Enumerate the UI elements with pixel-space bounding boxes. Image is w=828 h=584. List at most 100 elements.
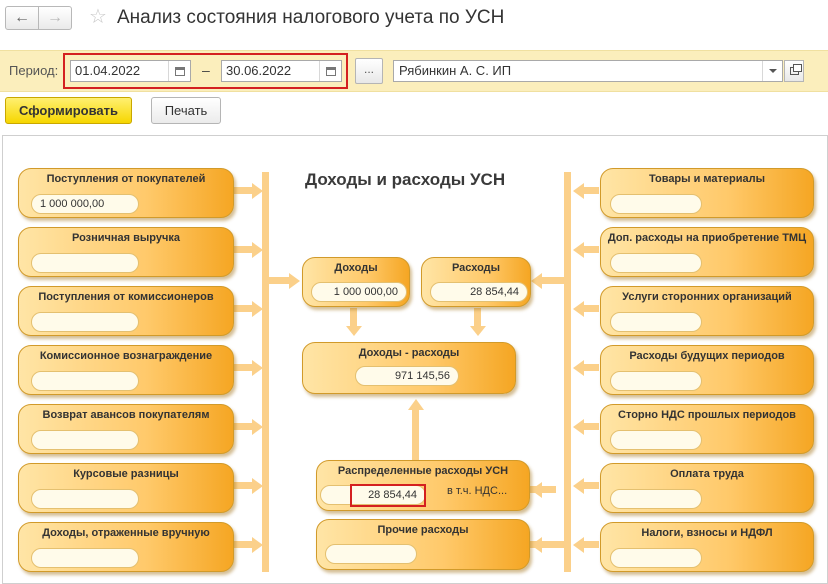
- box-value[interactable]: [610, 312, 702, 332]
- arrow-right-icon: [252, 301, 263, 317]
- arrow-right-icon: →: [47, 9, 63, 26]
- box-label: Комиссионное вознаграждение: [39, 350, 213, 362]
- box-value[interactable]: [610, 194, 702, 214]
- connector: [234, 305, 254, 312]
- arrow-left-icon: [573, 183, 584, 199]
- period-label: Период:: [9, 63, 59, 78]
- arrow-left-icon: [531, 273, 542, 289]
- arrow-up-icon: [408, 399, 424, 410]
- box-value[interactable]: [31, 371, 139, 391]
- arrow-left-icon: ←: [14, 9, 30, 26]
- diff-value[interactable]: 971 145,56: [355, 366, 459, 386]
- connector: [350, 308, 357, 328]
- connector: [582, 482, 599, 489]
- connector: [582, 305, 599, 312]
- select-period-button[interactable]: ...: [355, 58, 383, 84]
- calendar-icon[interactable]: [319, 61, 341, 81]
- date-to-input[interactable]: 30.06.2022: [221, 60, 342, 82]
- box-label: Розничная выручка: [72, 232, 180, 244]
- right-box-goods-materials: Товары и материалы: [600, 168, 814, 218]
- arrow-right-icon: [252, 419, 263, 435]
- date-separator: –: [202, 62, 210, 78]
- right-box-deferred-expenses: Расходы будущих периодов: [600, 345, 814, 395]
- box-value[interactable]: [31, 548, 139, 568]
- box-label: Прочие расходы: [377, 524, 469, 536]
- box-value[interactable]: [610, 489, 702, 509]
- arrow-down-icon: [470, 326, 486, 336]
- expenses-value[interactable]: 28 854,44: [430, 282, 528, 302]
- connector: [234, 364, 254, 371]
- organization-value: Рябинкин А. С. ИП: [399, 63, 512, 78]
- connector: [234, 246, 254, 253]
- connector: [582, 541, 599, 548]
- box-value[interactable]: [610, 548, 702, 568]
- chevron-down-icon[interactable]: [762, 61, 782, 81]
- other-expenses-box: Прочие расходы: [316, 519, 530, 570]
- connector: [582, 423, 599, 430]
- date-from-input[interactable]: 01.04.2022: [70, 60, 191, 82]
- right-box-additional-costs: Доп. расходы на приобретение ТМЦ: [600, 227, 814, 277]
- right-connector-bar: [564, 172, 571, 572]
- expenses-box: Расходы 28 854,44: [421, 257, 531, 307]
- forward-button[interactable]: →: [38, 6, 72, 30]
- right-box-taxes-contributions: Налоги, взносы и НДФЛ: [600, 522, 814, 572]
- print-button[interactable]: Печать: [151, 97, 221, 124]
- arrow-left-icon: [573, 419, 584, 435]
- star-icon[interactable]: ☆: [89, 6, 107, 28]
- connector: [234, 482, 254, 489]
- arrow-left-icon: [573, 242, 584, 258]
- arrow-right-icon: [252, 242, 263, 258]
- box-label: Возврат авансов покупателям: [42, 409, 210, 421]
- arrow-right-icon: [252, 537, 263, 553]
- arrow-right-icon: [252, 478, 263, 494]
- connector: [412, 408, 419, 460]
- box-label: Поступления от комиссионеров: [38, 291, 214, 303]
- open-organization-button[interactable]: [784, 60, 804, 82]
- arrow-left-icon: [573, 360, 584, 376]
- page-title: Анализ состояния налогового учета по УСН: [117, 7, 505, 28]
- box-value[interactable]: 1 000 000,00: [31, 194, 139, 214]
- left-box-exchange-differences: Курсовые разницы: [18, 463, 234, 513]
- box-label: Распределенные расходы УСН: [337, 465, 509, 477]
- organization-select[interactable]: Рябинкин А. С. ИП: [393, 60, 783, 82]
- box-value[interactable]: [31, 430, 139, 450]
- arrow-right-icon: [289, 273, 300, 289]
- right-box-payroll: Оплата труда: [600, 463, 814, 513]
- vat-note-link[interactable]: в т.ч. НДС...: [447, 485, 508, 497]
- calendar-icon[interactable]: [168, 61, 190, 81]
- back-button[interactable]: ←: [5, 6, 39, 30]
- value-highlight-frame: [350, 484, 426, 507]
- arrow-left-icon: [573, 301, 584, 317]
- box-value[interactable]: [31, 312, 139, 332]
- generate-button[interactable]: Сформировать: [5, 97, 132, 124]
- connector: [582, 364, 599, 371]
- box-value[interactable]: [610, 371, 702, 391]
- left-box-advance-refund: Возврат авансов покупателям: [18, 404, 234, 454]
- other-value[interactable]: [325, 544, 417, 564]
- box-label: Доходы, отраженные вручную: [42, 527, 210, 539]
- box-value[interactable]: [31, 253, 139, 273]
- arrow-down-icon: [346, 326, 362, 336]
- box-value[interactable]: [31, 489, 139, 509]
- connector: [234, 187, 254, 194]
- box-value[interactable]: [610, 430, 702, 450]
- box-label: Доп. расходы на приобретение ТМЦ: [607, 232, 807, 244]
- box-label: Расходы: [451, 262, 501, 274]
- income-box: Доходы 1 000 000,00: [302, 257, 410, 307]
- arrow-left-icon: [573, 478, 584, 494]
- connector: [582, 187, 599, 194]
- left-box-customer-receipts: Поступления от покупателей 1 000 000,00: [18, 168, 234, 218]
- box-label: Расходы будущих периодов: [629, 350, 785, 362]
- arrow-left-icon: [531, 482, 542, 498]
- left-box-retail-revenue: Розничная выручка: [18, 227, 234, 277]
- box-label: Товары и материалы: [648, 173, 766, 185]
- left-box-manual-income: Доходы, отраженные вручную: [18, 522, 234, 572]
- connector: [234, 423, 254, 430]
- income-value[interactable]: 1 000 000,00: [311, 282, 407, 302]
- right-box-third-party-services: Услуги сторонних организаций: [600, 286, 814, 336]
- box-label: Оплата труда: [670, 468, 744, 480]
- left-box-commissioner-receipts: Поступления от комиссионеров: [18, 286, 234, 336]
- box-label: Сторно НДС прошлых периодов: [618, 409, 796, 421]
- box-value[interactable]: [610, 253, 702, 273]
- connector: [269, 277, 291, 284]
